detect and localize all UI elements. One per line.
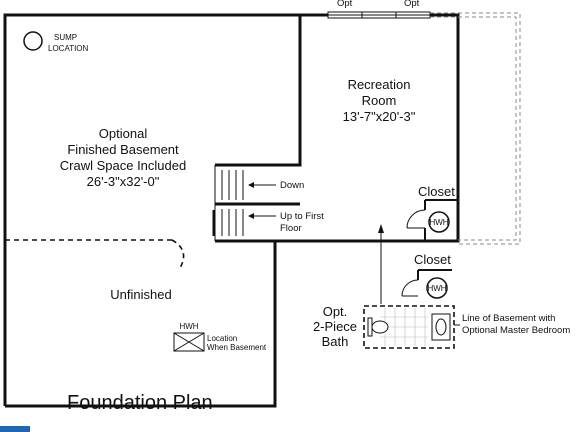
stair-up-label-line2: Floor	[280, 223, 302, 234]
basement-label-line2: Finished Basement	[67, 142, 179, 157]
basement-label-line1: Optional	[99, 126, 148, 141]
hwh-lower-icon	[426, 277, 448, 299]
bath-label-line3: Bath	[322, 334, 349, 349]
plan-title: Foundation Plan	[67, 392, 213, 414]
unfinished-divider	[5, 239, 185, 269]
hwh-box-note-line2: When Basement	[207, 343, 267, 352]
window-label-1: Opt	[337, 0, 353, 9]
optional-extension-outline	[430, 12, 521, 245]
basement-line-note-line2: Optional Master Bedroom	[462, 325, 570, 336]
sump-label-line2: LOCATION	[48, 44, 89, 53]
stair-treads	[212, 165, 244, 241]
basement-dimensions: 26'-3"x32'-0"	[87, 174, 160, 189]
watermark-logo	[0, 426, 30, 432]
window-label-2: Opt	[404, 0, 420, 9]
stair-up-label-line1: Up to First	[280, 211, 324, 222]
recreation-label-line1: Recreation	[348, 77, 411, 92]
bath-label-line2: 2-Piece	[313, 319, 357, 334]
toilet-icon	[367, 317, 389, 337]
sump-label-line1: SUMP	[54, 33, 77, 42]
stair-down-arrow	[248, 182, 276, 188]
stair-down-label: Down	[280, 180, 304, 191]
closet-lower-structure	[401, 269, 452, 297]
basement-label-line3: Crawl Space Included	[60, 158, 186, 173]
bath-outline	[363, 305, 455, 349]
stair-up-arrow	[248, 213, 276, 219]
closet-lower-label: Closet	[414, 252, 451, 267]
basement-line-note-line1: Line of Basement with	[462, 313, 555, 324]
bath-label-line1: Opt.	[323, 304, 348, 319]
recreation-label-line2: Room	[362, 93, 397, 108]
hwh-upper-icon	[428, 211, 450, 233]
sump-icon	[23, 31, 43, 51]
sink-icon	[431, 313, 451, 341]
bath-arrow	[378, 224, 384, 304]
closet-upper-label: Closet	[418, 184, 455, 199]
hwh-location-icon	[173, 332, 205, 352]
recreation-dimensions: 13'-7"x20'-3"	[343, 109, 416, 124]
hwh-box-label: HWH	[179, 322, 198, 331]
closet-upper-structure	[406, 199, 458, 241]
hwh-upper-label: HWH	[429, 218, 448, 227]
windows	[327, 11, 431, 19]
hwh-lower-label: HWH	[427, 284, 446, 293]
hwh-box-note-line1: Location	[207, 334, 237, 343]
unfinished-label: Unfinished	[110, 287, 171, 302]
